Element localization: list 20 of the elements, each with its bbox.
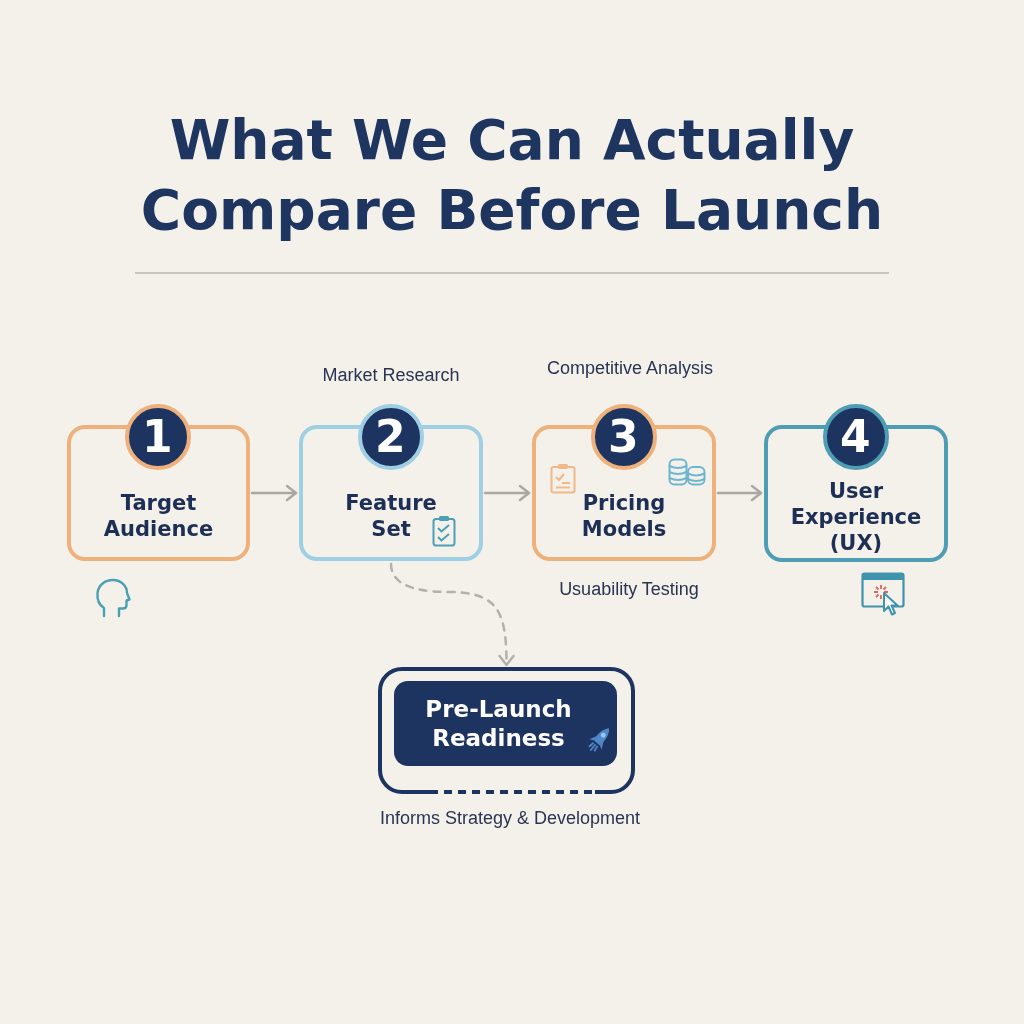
result-title: Pre-Launch Readiness bbox=[424, 694, 573, 753]
arrow bbox=[250, 484, 298, 502]
step-number: 1 bbox=[142, 415, 174, 459]
result-panel bbox=[394, 681, 617, 766]
annotation-text: Usuability Testing bbox=[559, 579, 699, 601]
arrow bbox=[716, 484, 763, 502]
step-number: 4 bbox=[840, 415, 872, 459]
dashed-arrow bbox=[389, 562, 515, 667]
step-title: Feature Set bbox=[344, 490, 438, 542]
readiness-frame bbox=[378, 667, 635, 794]
step-title: Pricing Models bbox=[581, 490, 667, 542]
step-number: 3 bbox=[608, 415, 640, 459]
title: What We Can Actually Compare Before Launch bbox=[140, 107, 884, 244]
annotation-text: Market Research bbox=[322, 365, 460, 387]
step-title: Target Audience bbox=[103, 490, 214, 542]
step-title: User Experience (UX) bbox=[790, 477, 922, 556]
arrow bbox=[483, 484, 531, 502]
annotation-text: Competitive Analysis bbox=[546, 358, 714, 380]
annotation-text: Informs Strategy & Development bbox=[379, 808, 641, 830]
step-number: 2 bbox=[375, 415, 407, 459]
